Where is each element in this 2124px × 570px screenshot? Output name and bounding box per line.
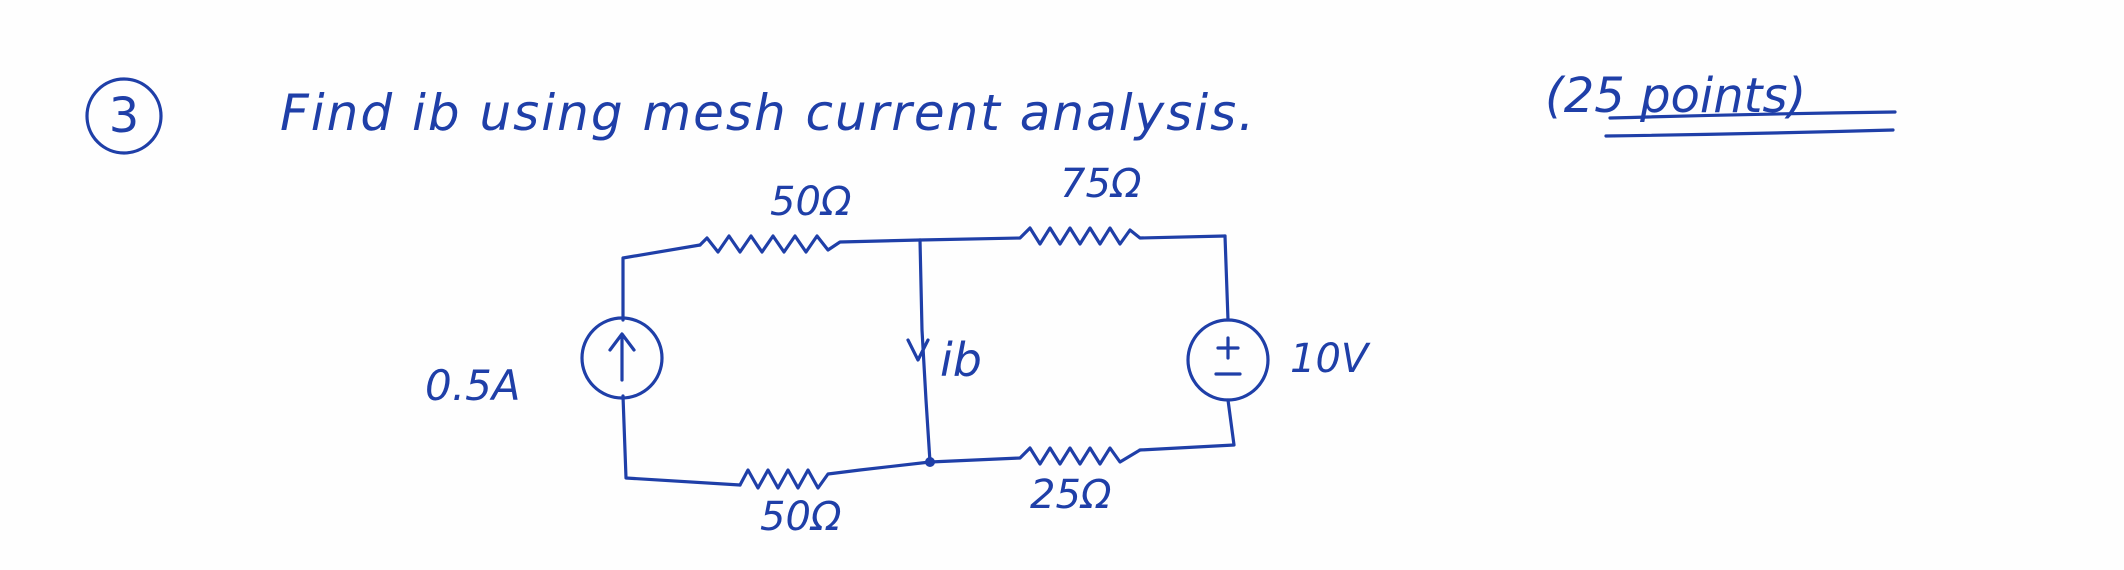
wire-right-bottom — [1138, 398, 1236, 452]
label-branch-current: ib — [940, 333, 982, 387]
label-bottom-left-resistor: 50Ω — [760, 494, 842, 540]
problem-number: 3 — [109, 88, 140, 144]
node-junction — [925, 457, 935, 467]
label-top-left-resistor: 50Ω — [770, 179, 852, 225]
label-top-right-resistor: 75Ω — [1060, 161, 1142, 207]
resistor-top-left — [698, 234, 922, 254]
wire-middle — [918, 238, 932, 464]
problem-number-circle — [85, 77, 163, 155]
label-voltage-source: 10V — [1290, 336, 1371, 382]
wire-left-bottom — [621, 394, 742, 487]
resistor-top-right — [918, 226, 1227, 246]
current-source — [580, 316, 664, 400]
wire-right-top — [1223, 234, 1230, 322]
label-bottom-right-resistor: 25Ω — [1030, 472, 1112, 518]
resistor-bottom-right — [928, 446, 1142, 466]
resistor-bottom-left — [738, 460, 932, 490]
arrow-up-icon — [608, 332, 636, 382]
label-current-source: 0.5A — [425, 361, 521, 410]
voltage-source — [1186, 318, 1270, 402]
plus-minus-icon — [1214, 336, 1242, 376]
wire-left-top — [621, 243, 702, 322]
points-underline-2 — [1604, 128, 1895, 138]
points-underline-1 — [1608, 110, 1897, 120]
problem-text: Find ib using mesh current analysis. — [280, 84, 1256, 142]
arrow-down-icon — [906, 338, 930, 362]
